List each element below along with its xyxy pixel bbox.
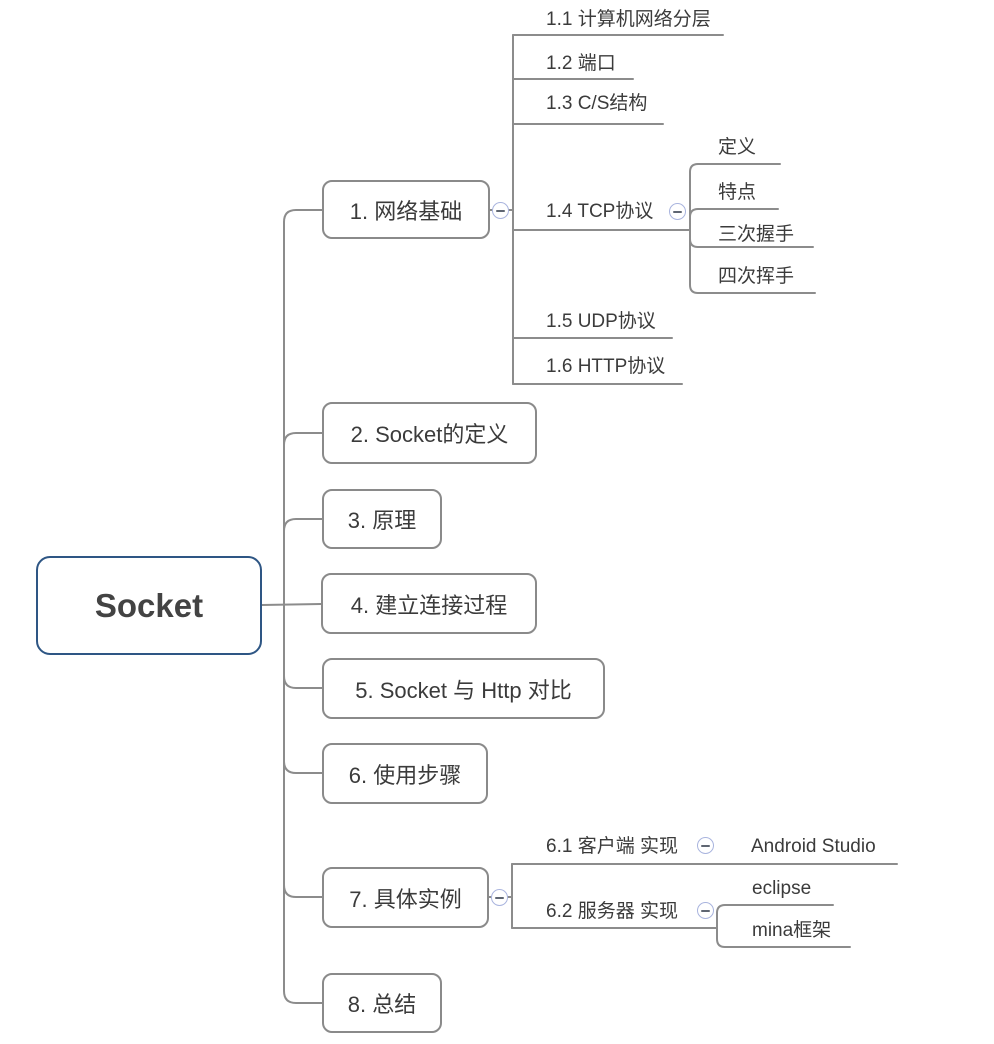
branch-topic-2-label: 2. Socket的定义 (350, 422, 509, 447)
branch-topic-6[interactable]: 6. 使用步骤 (322, 743, 488, 804)
tcp-subtopic-four-way-wave[interactable]: 四次挥手 (718, 266, 795, 287)
branch-topic-4[interactable]: 4. 建立连接过程 (321, 573, 537, 634)
subtopic-1-1[interactable]: 1.1 计算机网络分层 (546, 9, 711, 30)
root-topic-label: Socket (94, 586, 204, 624)
collapse-icon-server[interactable] (697, 902, 714, 919)
branch-topic-7-label: 7. 具体实例 (349, 886, 462, 912)
branch-topic-8-label: 8. 总结 (347, 992, 417, 1017)
subtopic-1-3[interactable]: 1.3 C/S结构 (546, 93, 648, 114)
minus-icon (673, 210, 682, 213)
subtopic-1-4-tcp[interactable]: 1.4 TCP协议 (546, 201, 654, 222)
tcp-subtopic-definition[interactable]: 定义 (718, 137, 757, 158)
subtopic-1-5[interactable]: 1.5 UDP协议 (546, 311, 656, 332)
subtopic-1-2[interactable]: 1.2 端口 (546, 53, 616, 74)
leaf-eclipse[interactable]: eclipse (752, 878, 812, 899)
branch-topic-6-label: 6. 使用步骤 (348, 762, 462, 788)
branch-topic-3-label: 3. 原理 (347, 508, 417, 533)
branch-topic-3[interactable]: 3. 原理 (322, 489, 442, 549)
minus-icon (701, 909, 710, 912)
subtopic-6-1-client[interactable]: 6.1 客户端 实现 (546, 836, 678, 857)
branch-topic-4-label: 4. 建立连接过程 (350, 592, 508, 618)
minus-icon (496, 209, 505, 212)
branch-topic-1-label: 1. 网络基础 (349, 198, 463, 224)
branch-topic-2[interactable]: 2. Socket的定义 (322, 402, 537, 464)
branch-topic-7[interactable]: 7. 具体实例 (322, 867, 489, 928)
branch-topic-1[interactable]: 1. 网络基础 (322, 180, 490, 239)
minus-icon (701, 844, 710, 847)
subtopic-6-2-server[interactable]: 6.2 服务器 实现 (546, 901, 678, 922)
subtopic-1-6[interactable]: 1.6 HTTP协议 (546, 356, 666, 377)
collapse-icon-tcp[interactable] (669, 203, 686, 220)
collapse-icon-branch-1[interactable] (492, 202, 509, 219)
branch-topic-5[interactable]: 5. Socket 与 Http 对比 (322, 658, 605, 719)
collapse-icon-branch-7[interactable] (491, 889, 508, 906)
minus-icon (495, 896, 504, 899)
leaf-android-studio[interactable]: Android Studio (751, 836, 876, 857)
branch-topic-8[interactable]: 8. 总结 (322, 973, 442, 1033)
collapse-icon-client[interactable] (697, 837, 714, 854)
tcp-subtopic-features[interactable]: 特点 (718, 182, 757, 203)
leaf-mina-framework[interactable]: mina框架 (752, 920, 832, 941)
root-topic-socket[interactable]: Socket (36, 556, 262, 655)
branch-topic-5-label: 5. Socket 与 Http 对比 (355, 677, 572, 703)
tcp-subtopic-three-way-handshake[interactable]: 三次握手 (718, 224, 795, 245)
